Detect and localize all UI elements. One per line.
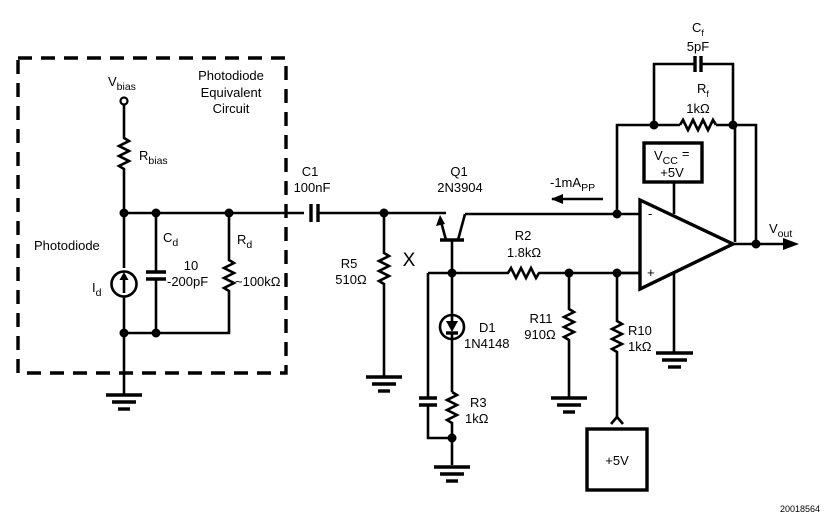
- svg-text:Rbias: Rbias: [139, 148, 168, 167]
- ground-icon: [656, 351, 693, 369]
- ground-icon: [366, 375, 402, 393]
- r2-resistor: R2 1.8kΩ: [452, 228, 642, 281]
- arrow-right-icon: [783, 238, 799, 250]
- ground-icon: [434, 465, 470, 483]
- equivalent-label-line2: Equivalent: [201, 85, 262, 100]
- svg-text:Cd: Cd: [163, 230, 178, 249]
- supply-5v-box: +5V: [585, 427, 649, 492]
- svg-text:R11: R11: [530, 311, 553, 326]
- svg-text:~100kΩ: ~100kΩ: [235, 274, 281, 289]
- vbias-terminal: Vbias: [108, 74, 136, 106]
- svg-text:Rf: Rf: [697, 81, 709, 99]
- svg-text:2N3904: 2N3904: [437, 180, 483, 195]
- opamp: - +: [638, 197, 737, 352]
- svg-text:+: +: [647, 265, 655, 280]
- arrow-up-icon: [119, 272, 129, 280]
- rf-resistor: Rf 1kΩ: [649, 81, 738, 133]
- svg-text:Vout: Vout: [769, 221, 792, 240]
- svg-text:1kΩ: 1kΩ: [686, 101, 710, 116]
- id-current-source: Id: [92, 213, 138, 395]
- svg-text:R3: R3: [470, 395, 487, 410]
- photodiode-label: Photodiode: [34, 238, 100, 253]
- node-x-label: X: [403, 250, 416, 271]
- svg-text:10: 10: [184, 258, 198, 273]
- svg-text:-1mAPP: -1mAPP: [550, 175, 595, 194]
- r11-resistor: R11 910Ω: [524, 268, 577, 397]
- vcc-box: VCC= +5V: [642, 141, 704, 214]
- svg-text:D1: D1: [479, 320, 496, 335]
- r5-resistor: R5 510Ω: [335, 208, 392, 376]
- arrow-left-icon: [551, 194, 563, 204]
- svg-text:510Ω: 510Ω: [335, 272, 367, 287]
- d1-diode: D1 1N4148: [438, 273, 510, 392]
- bypass-capacitor: [419, 396, 452, 440]
- svg-text:Id: Id: [92, 280, 102, 299]
- rd-resistor: Rd ~100kΩ: [156, 213, 281, 335]
- svg-text:R5: R5: [341, 256, 358, 271]
- equivalent-label-line3: Circuit: [213, 101, 250, 116]
- svg-text:+5V: +5V: [660, 165, 684, 180]
- svg-text:1kΩ: 1kΩ: [628, 339, 652, 354]
- svg-text:-: -: [648, 206, 652, 221]
- rbias-resistor: Rbias: [116, 105, 168, 213]
- svg-text:R2: R2: [515, 228, 532, 243]
- r3-resistor: R3 1kΩ: [444, 390, 489, 465]
- vout-terminal: Vout: [733, 221, 799, 250]
- vbias-terminal-circle: [119, 96, 129, 106]
- figure-id: 20018564: [780, 504, 820, 514]
- current-annotation: -1mAPP: [550, 175, 603, 204]
- ground-icon: [106, 393, 142, 411]
- svg-text:C1: C1: [302, 164, 319, 179]
- cf-capacitor: Cf 5pF: [652, 20, 735, 125]
- svg-text:100nF: 100nF: [294, 180, 331, 195]
- svg-text:R10: R10: [628, 323, 652, 338]
- svg-text:5pF: 5pF: [687, 39, 709, 54]
- feedback-output-wire: [733, 123, 758, 244]
- q1-transistor: Q1 2N3904: [436, 164, 617, 272]
- equivalent-label-line1: Photodiode: [198, 68, 264, 83]
- svg-text:1kΩ: 1kΩ: [465, 411, 489, 426]
- svg-text:Vbias: Vbias: [108, 74, 136, 93]
- r10-resistor: R10 1kΩ: [609, 268, 652, 425]
- svg-text:Q1: Q1: [450, 164, 467, 179]
- feedback-wire: [615, 123, 737, 242]
- svg-text:1.8kΩ: 1.8kΩ: [507, 245, 542, 260]
- cd-capacitor: Cd 10 -200pF: [146, 213, 208, 333]
- photodiode-equivalent-box: [16, 56, 288, 375]
- ground-icon: [551, 396, 587, 414]
- svg-text:1N4148: 1N4148: [464, 336, 510, 351]
- svg-text:Cf: Cf: [692, 20, 704, 38]
- svg-text:VCC=: VCC=: [654, 146, 689, 167]
- svg-text:+5V: +5V: [605, 453, 629, 468]
- c1-capacitor: C1 100nF: [294, 164, 446, 222]
- svg-text:910Ω: 910Ω: [524, 327, 556, 342]
- svg-text:Rd: Rd: [237, 232, 252, 251]
- svg-text:-200pF: -200pF: [167, 274, 208, 289]
